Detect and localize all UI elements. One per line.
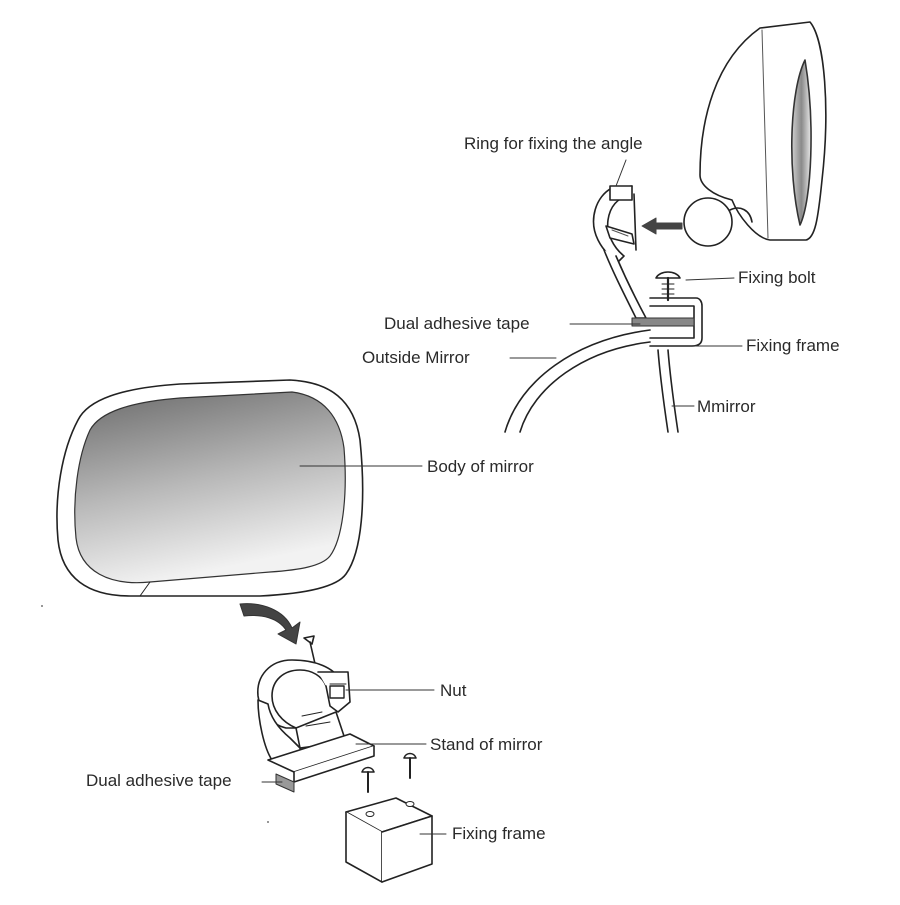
mirror-housing-top <box>683 21 827 247</box>
bottom-assembly <box>56 379 447 883</box>
label-fixing-frame-top: Fixing frame <box>746 336 840 355</box>
mirror-stand <box>257 699 375 793</box>
top-assembly <box>504 21 827 433</box>
speck <box>41 605 43 607</box>
label-outside-mirror: Outside Mirror <box>362 348 470 367</box>
attach-arrow <box>239 603 301 645</box>
label-fixing-frame-bottom: Fixing frame <box>452 824 546 843</box>
mirror-body <box>56 379 364 597</box>
label-mirror: Mmirror <box>697 397 756 416</box>
label-dual-adhesive-tape-top: Dual adhesive tape <box>384 314 530 333</box>
label-ring-for-fixing-angle: Ring for fixing the angle <box>464 134 643 153</box>
insert-arrow <box>641 217 683 235</box>
label-body-of-mirror: Body of mirror <box>427 457 534 476</box>
outside-mirror-body <box>504 329 679 433</box>
top-leader-lines <box>509 159 743 407</box>
angle-ring <box>592 185 647 319</box>
fixing-bolt <box>655 271 681 302</box>
fixing-frame-top <box>631 297 703 347</box>
speck <box>267 821 269 823</box>
label-dual-adhesive-tape-bottom: Dual adhesive tape <box>86 771 232 790</box>
label-fixing-bolt: Fixing bolt <box>738 268 816 287</box>
fixing-frame-bottom <box>345 797 433 883</box>
label-stand-of-mirror: Stand of mirror <box>430 735 543 754</box>
frame-screws <box>361 752 417 793</box>
label-nut: Nut <box>440 681 467 700</box>
bottom-leader-lines <box>261 465 447 835</box>
ring-clamp <box>257 659 351 729</box>
